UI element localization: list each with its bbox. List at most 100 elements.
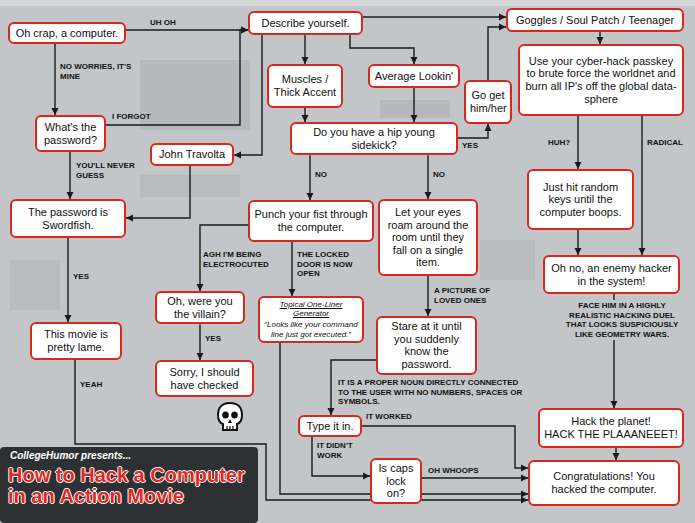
arrow-head xyxy=(197,284,204,291)
process-box: Goggles / Soul Patch / Teenager xyxy=(506,8,684,32)
box-text: What's the password? xyxy=(41,121,100,146)
arrow-head xyxy=(411,57,418,64)
connector-line xyxy=(422,477,528,478)
connector-line xyxy=(126,166,190,218)
process-box: John Travolta xyxy=(150,143,234,166)
connector-line xyxy=(641,116,642,255)
skull-eye xyxy=(231,411,238,418)
process-box: Use your cyber-hack passkey to brute for… xyxy=(518,44,684,116)
monitor-shape xyxy=(10,260,60,310)
arrow-head xyxy=(307,193,314,200)
connector-arrow xyxy=(302,108,309,122)
arrow-head xyxy=(521,475,528,482)
process-box: Type it in. xyxy=(298,415,362,437)
skull-eye xyxy=(222,411,229,418)
box-text: Sorry, I should have checked xyxy=(161,366,248,391)
arrow-head xyxy=(611,401,618,408)
box-text: Just hit random keys until the computer … xyxy=(533,181,628,219)
process-box: This movie is pretty lame. xyxy=(30,322,122,360)
connector-arrow xyxy=(126,27,248,34)
process-box: What's the password? xyxy=(35,115,106,152)
connector-line xyxy=(363,16,506,17)
edge-label: AGH I'M BEING ELECTROCUTED xyxy=(203,250,277,269)
arrow-head xyxy=(411,115,418,122)
edge-label: OH WHOOPS xyxy=(428,466,498,476)
edge-label: THE LOCKED DOOR IS NOW OPEN xyxy=(297,250,375,279)
process-box: Just hit random keys until the computer … xyxy=(527,169,634,230)
connector-line xyxy=(67,238,68,322)
arrow-head xyxy=(521,491,528,498)
process-box: Go get him/her xyxy=(464,80,512,124)
connector-arrow xyxy=(67,152,74,199)
process-box: Congratulations! You hacked the computer… xyxy=(528,460,680,506)
box-text: Muscles / Thick Accent xyxy=(273,73,337,98)
connector-line xyxy=(126,29,248,30)
connector-arrow xyxy=(411,88,418,122)
connector-arrow xyxy=(350,35,418,64)
connector-arrow xyxy=(197,324,204,360)
process-box: Muscles / Thick Accent xyxy=(267,64,343,108)
edge-label: YOU'LL NEVER GUESS xyxy=(76,161,146,180)
process-box: Hack the planet!HACK THE PLAAANEEET! xyxy=(538,408,684,448)
process-box: Sorry, I should have checked xyxy=(155,360,254,397)
process-box: Punch your fist through the computer. xyxy=(248,200,374,242)
process-box: Is caps lock on? xyxy=(370,458,422,504)
arrow-head xyxy=(126,215,133,222)
connector-arrow xyxy=(575,116,582,169)
callout-box: Topical One-Liner Generator“Looks like y… xyxy=(258,296,364,343)
process-box: Describe yourself. xyxy=(248,11,363,35)
edge-label: IT WORKED xyxy=(366,412,426,422)
connector-arrow xyxy=(639,116,646,255)
arrow-head xyxy=(575,162,582,169)
arrow-head xyxy=(67,192,74,199)
box-text: This movie is pretty lame. xyxy=(36,328,116,353)
monitor-shape xyxy=(480,240,535,280)
connector-line xyxy=(577,116,578,169)
arrow-head xyxy=(289,289,296,296)
arrow-head xyxy=(234,152,241,159)
connector-line xyxy=(350,35,414,64)
process-box: Oh, were you the villain? xyxy=(155,291,245,324)
connector-line xyxy=(488,27,506,80)
connector-line xyxy=(106,30,248,125)
connector-arrow xyxy=(52,44,59,115)
arrow-head xyxy=(499,14,506,21)
box-text: HACK THE PLAAANEEET! xyxy=(544,428,678,441)
arrow-head xyxy=(241,27,248,34)
edge-label: IT DIDN'T WORK xyxy=(317,441,363,460)
box-text: Oh, were you the villain? xyxy=(161,295,239,320)
arrow-head xyxy=(302,115,309,122)
box-text: The password is Swordfish. xyxy=(16,206,120,231)
connector-line xyxy=(312,437,370,476)
process-box: Average Lookin' xyxy=(368,64,460,88)
process-box: Let your eyes roam around the room until… xyxy=(378,199,478,276)
edge-label: NO xyxy=(433,170,457,180)
box-text: Use your cyber-hack passkey to brute for… xyxy=(524,55,678,106)
connector-arrow xyxy=(458,124,492,138)
box-text: Punch your fist through the computer. xyxy=(254,208,368,233)
box-text: Is caps lock on? xyxy=(376,462,416,500)
arrow-head xyxy=(639,248,646,255)
process-box: The password is Swordfish. xyxy=(10,199,126,238)
connector-arrow xyxy=(575,230,582,255)
connector-line xyxy=(69,152,70,199)
connector-line xyxy=(458,124,488,138)
process-box: Oh crap, a computer. xyxy=(8,22,126,44)
process-box: Oh no, an enemy hacker in the system! xyxy=(543,255,680,294)
edge-label: YEAH xyxy=(80,380,114,390)
arrow-head xyxy=(241,27,248,34)
edge-label: YES xyxy=(73,272,103,282)
box-text: Oh no, an enemy hacker in the system! xyxy=(549,262,674,287)
box-text: Do you have a hip young sidekick? xyxy=(296,126,452,151)
connector-line xyxy=(331,360,376,415)
connector-arrow xyxy=(126,166,190,222)
box-text: Goggles / Soul Patch / Teenager xyxy=(512,14,678,27)
connector-arrow xyxy=(488,24,506,81)
connector-arrow xyxy=(302,35,309,64)
arrow-head xyxy=(363,473,370,480)
arrow-head xyxy=(575,248,582,255)
connector-arrow xyxy=(307,155,314,200)
title-band xyxy=(0,447,258,523)
